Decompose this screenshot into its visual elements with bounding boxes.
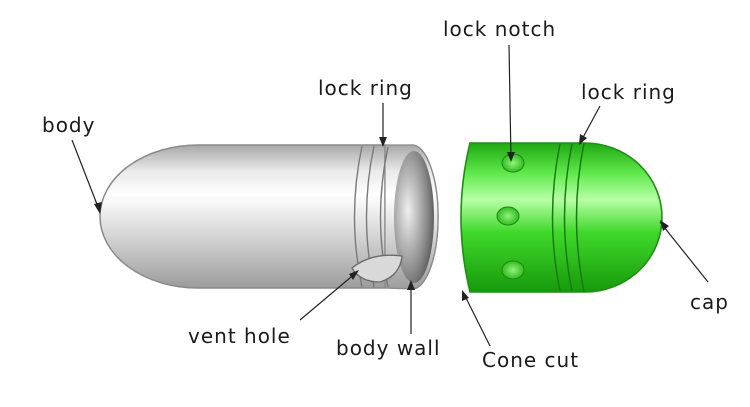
leader-vent-hole bbox=[299, 271, 358, 321]
label-lock-ring-body: lock ring bbox=[318, 76, 413, 100]
label-cone-cut: Cone cut bbox=[482, 348, 580, 372]
arrowhead-cone-cut bbox=[462, 290, 469, 301]
lock-notch-mark bbox=[496, 206, 520, 226]
lock-notches bbox=[496, 153, 525, 280]
leader-lock-notch bbox=[508, 44, 512, 161]
arrowhead-body-wall bbox=[407, 280, 415, 290]
label-vent-hole: vent hole bbox=[188, 324, 291, 348]
leader-lines bbox=[71, 44, 709, 347]
arrowhead-lock-notch bbox=[507, 152, 515, 162]
leader-cone-cut bbox=[462, 291, 491, 347]
cap-lock-ring-grooves bbox=[551, 142, 585, 293]
arrowhead-cap bbox=[660, 220, 669, 231]
vent-hole-shape bbox=[351, 254, 403, 283]
arrowhead-vent-hole bbox=[349, 270, 359, 280]
arrowhead-lock-ring-cap bbox=[579, 134, 587, 145]
body-inner-cavity bbox=[394, 151, 434, 283]
label-lock-ring-cap: lock ring bbox=[581, 80, 676, 104]
arrowhead-body bbox=[94, 202, 102, 214]
label-body: body bbox=[42, 113, 96, 137]
leader-arrowheads bbox=[94, 134, 669, 301]
label-lock-notch: lock notch bbox=[443, 17, 557, 41]
lock-notch-mark bbox=[501, 260, 525, 280]
label-cap: cap bbox=[690, 290, 729, 314]
capsule-body bbox=[99, 144, 439, 290]
leader-cap bbox=[659, 221, 709, 283]
capsule-cap bbox=[460, 142, 663, 293]
label-body-wall: body wall bbox=[336, 336, 441, 360]
arrowhead-lock-ring-body bbox=[379, 137, 387, 147]
leader-body bbox=[71, 139, 101, 213]
